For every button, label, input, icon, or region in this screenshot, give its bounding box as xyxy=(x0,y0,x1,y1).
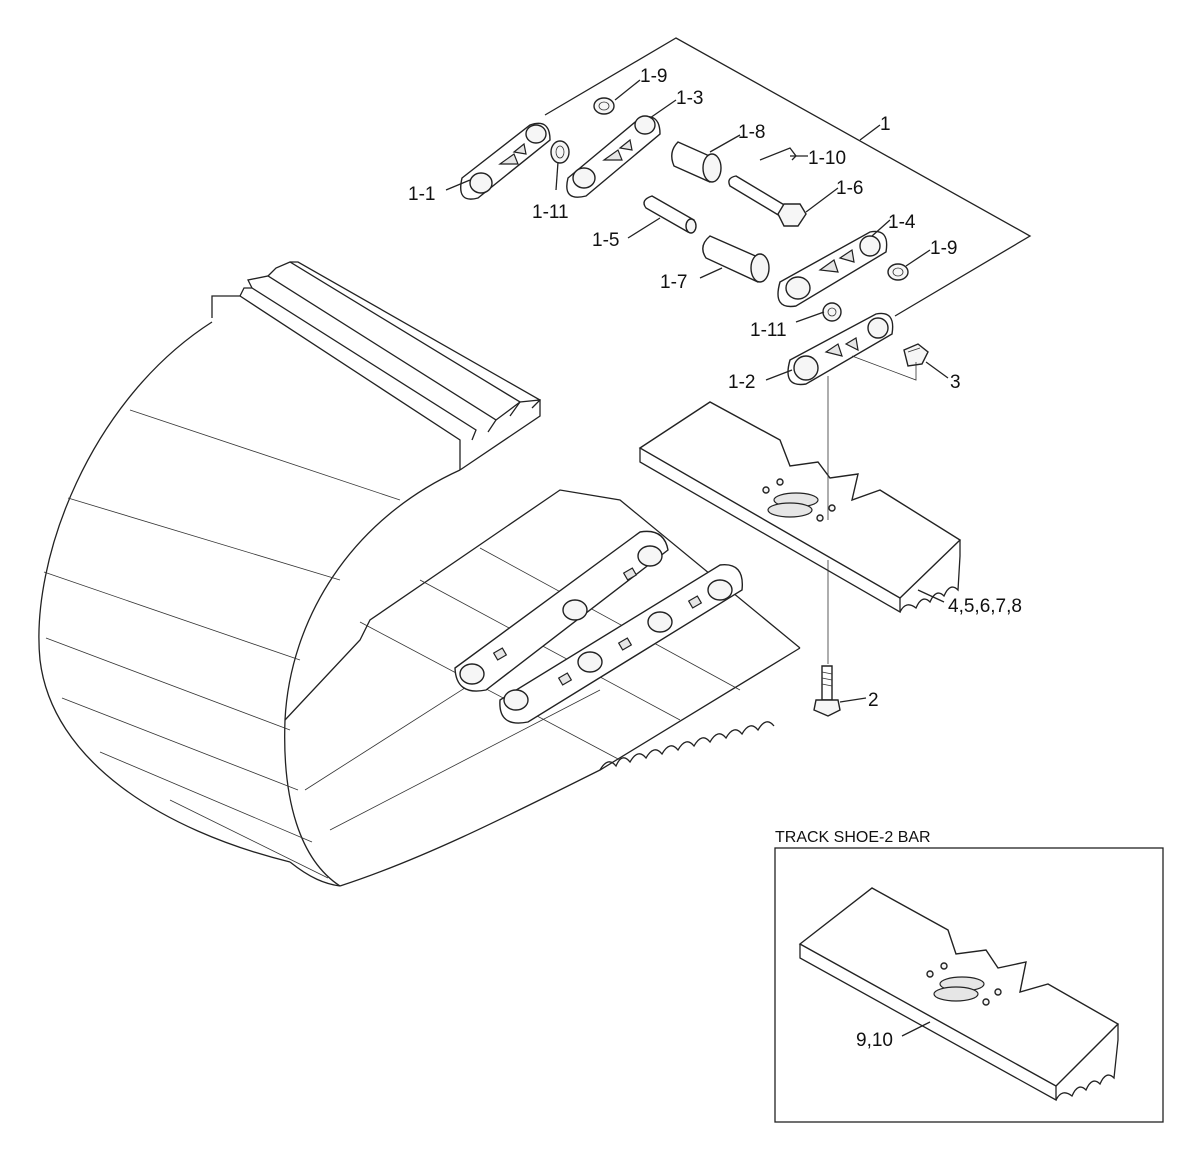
part-1-2-link xyxy=(787,312,894,386)
inset-track-shoe-2-bar: TRACK SHOE-2 BAR 9,10 xyxy=(774,829,1164,1123)
part-1-11-seal-right xyxy=(822,302,842,322)
callout-1-11-right: 1-11 xyxy=(750,320,787,341)
inset-title: TRACK SHOE-2 BAR xyxy=(775,829,931,846)
callout-3: 3 xyxy=(950,372,961,393)
part-1-10-cotter xyxy=(759,147,797,161)
callout-4-8: 4,5,6,7,8 xyxy=(948,596,1022,617)
assembly-centerlines xyxy=(827,355,917,664)
callout-9-10: 9,10 xyxy=(856,1030,893,1051)
part-1-4-link xyxy=(777,230,888,308)
callout-2: 2 xyxy=(868,690,879,711)
callout-1: 1 xyxy=(880,114,891,135)
part-1-9-washer-top xyxy=(593,97,615,115)
part-1-5-pin xyxy=(643,195,697,234)
callout-1-2: 1-2 xyxy=(728,372,755,393)
callout-1-9-right: 1-9 xyxy=(930,238,957,259)
callout-1-10: 1-10 xyxy=(808,148,846,169)
part-1-6-master-pin xyxy=(728,175,807,227)
callout-1-8: 1-8 xyxy=(738,122,765,143)
callout-1-4: 1-4 xyxy=(888,212,916,233)
part-3-nut xyxy=(903,343,929,367)
callout-1-3: 1-3 xyxy=(676,88,703,109)
inset-track-shoe xyxy=(798,887,1120,1102)
part-1-8-bushing xyxy=(671,141,722,183)
leader-lines xyxy=(445,79,949,1037)
part-1-3-link xyxy=(566,115,661,198)
track-belt xyxy=(38,261,801,887)
callout-labels: 1 1-1 1-2 1-3 1-4 1-5 1-6 1-7 1-8 1-9 1-… xyxy=(408,66,1022,711)
callout-1-6: 1-6 xyxy=(836,178,863,199)
part-1-9-washer-right xyxy=(887,263,909,281)
part-1-11-seal-top xyxy=(550,140,570,164)
callout-1-5: 1-5 xyxy=(592,230,619,251)
callout-1-11-top: 1-11 xyxy=(532,202,569,223)
callout-1-1: 1-1 xyxy=(408,184,435,205)
part-1-1-link xyxy=(460,122,551,200)
callout-1-9-top: 1-9 xyxy=(640,66,667,87)
assembly-1-bracket xyxy=(544,37,1032,317)
part-1-7-bushing xyxy=(702,235,770,283)
link-chain-on-belt xyxy=(454,530,744,724)
callout-1-7: 1-7 xyxy=(660,272,687,293)
inset-frame xyxy=(774,847,1164,1123)
part-2-bolt xyxy=(813,665,841,717)
track-shoe-main xyxy=(638,401,962,614)
